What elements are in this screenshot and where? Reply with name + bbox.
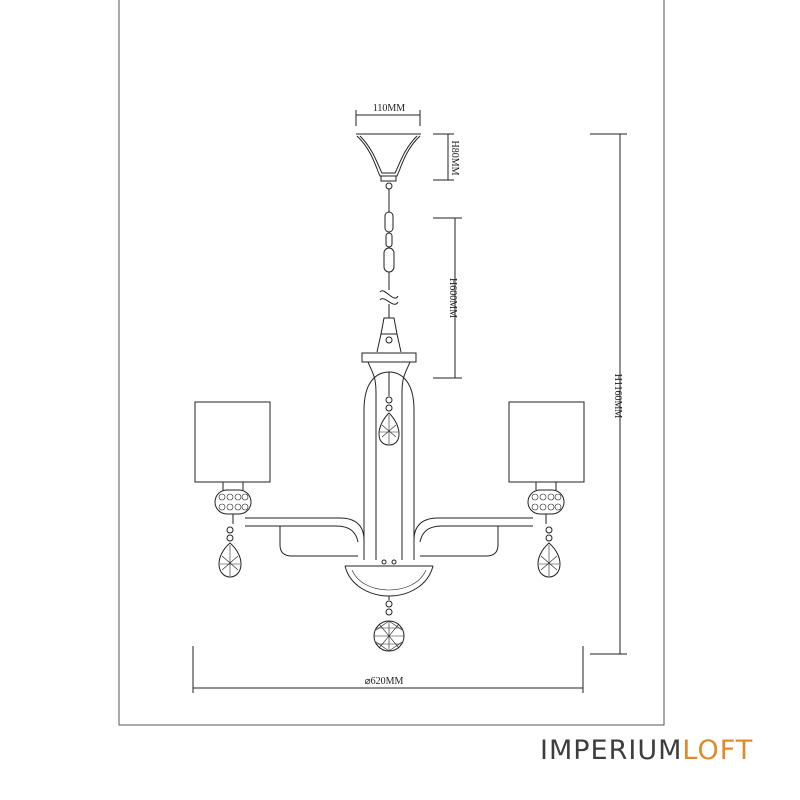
dim-canopy-height-label: H80MM (449, 140, 460, 175)
brand-logo-part2: LOFT (682, 735, 754, 766)
chain (376, 189, 402, 353)
shade-right (508, 401, 585, 483)
dim-canopy-height (433, 133, 454, 181)
bottom-crystal (373, 620, 405, 652)
dim-chain-length-label: H600MM (447, 278, 458, 318)
dim-canopy-width (355, 110, 421, 126)
dim-total-height (590, 133, 627, 655)
top-bar (361, 352, 417, 363)
socket-right (527, 482, 565, 578)
bottom-bowl (344, 559, 434, 616)
central-crystal (378, 412, 400, 446)
dim-total-height-label: H1160MM (612, 374, 623, 419)
brand-logo: IMPERIUMLOFT (540, 735, 753, 766)
dim-diameter (192, 646, 584, 693)
arm-right (413, 517, 533, 557)
dim-diameter-label: ⌀620MM (365, 676, 404, 687)
shade-left (194, 401, 271, 483)
chandelier (194, 133, 585, 652)
brand-logo-part1: IMPERIUM (540, 735, 683, 766)
page-frame (118, 0, 665, 726)
dim-canopy-width-label: 110MM (373, 103, 406, 114)
dim-chain-length (433, 217, 462, 379)
central-frame (363, 361, 415, 560)
canopy (356, 133, 421, 190)
arm-left (245, 517, 365, 557)
socket-left (214, 482, 252, 578)
